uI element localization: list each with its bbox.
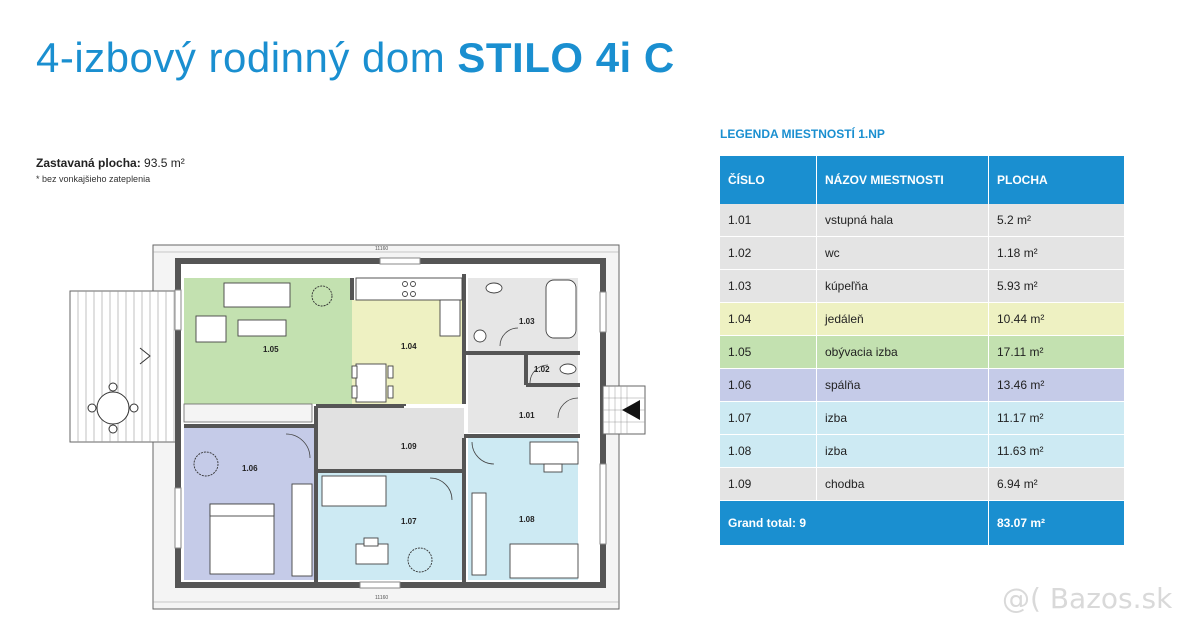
title-bold: STILO 4i C xyxy=(457,34,675,81)
bathroom-furniture xyxy=(473,279,577,343)
wc-furniture xyxy=(559,363,577,375)
built-area-value: 93.5 m² xyxy=(144,156,185,170)
legend-cell-area: 1.18 m² xyxy=(988,236,1125,270)
col-header-area: PLOCHA xyxy=(988,156,1125,204)
legend-cell-num: 1.01 xyxy=(720,204,817,237)
legend-cell-name: vstupná hala xyxy=(816,204,989,237)
legend-header-row: ČÍSLO NÁZOV MIESTNOSTI PLOCHA xyxy=(720,156,1125,204)
room-label-1-02: 1.02 xyxy=(534,365,550,374)
room-1-09 xyxy=(318,408,464,470)
legend-cell-name: obývacia izba xyxy=(816,335,989,369)
legend-cell-name: jedáleň xyxy=(816,302,989,336)
dimension-top: 11160 xyxy=(375,246,388,252)
room-label-1-07: 1.07 xyxy=(401,517,417,526)
legend-cell-num: 1.07 xyxy=(720,401,817,435)
interior-walls xyxy=(184,274,580,583)
floor-plan: 11160 11160 xyxy=(69,244,646,610)
bedroom-furniture xyxy=(193,451,313,577)
windows xyxy=(174,257,607,589)
total-label: Grand total: 9 xyxy=(720,500,989,546)
legend-title: LEGENDA MIESTNOSTÍ 1.NP xyxy=(720,127,885,141)
dimension-bottom: 11160 xyxy=(375,595,388,601)
legend-cell-num: 1.04 xyxy=(720,302,817,336)
legend-cell-num: 1.06 xyxy=(720,368,817,402)
room-label-1-05: 1.05 xyxy=(263,345,279,354)
legend-cell-num: 1.08 xyxy=(720,434,817,468)
room-1-07-furniture xyxy=(321,475,433,573)
legend-cell-name: kúpeľňa xyxy=(816,269,989,303)
built-area: Zastavaná plocha: 93.5 m² xyxy=(36,156,185,170)
col-header-number: ČÍSLO xyxy=(720,156,817,204)
legend-cell-name: spálňa xyxy=(816,368,989,402)
room-label-1-04: 1.04 xyxy=(401,342,417,351)
legend-cell-name: izba xyxy=(816,434,989,468)
legend-cell-area: 11.63 m² xyxy=(988,434,1125,468)
page-title: 4-izbový rodinný dom STILO 4i C xyxy=(36,34,675,82)
legend-cell-num: 1.09 xyxy=(720,467,817,501)
total-area: 83.07 m² xyxy=(988,500,1125,546)
entrance-step xyxy=(602,385,646,435)
legend-cell-area: 5.93 m² xyxy=(988,269,1125,303)
kitchen-furniture xyxy=(351,277,463,403)
legend-cell-num: 1.05 xyxy=(720,335,817,369)
legend-cell-area: 5.2 m² xyxy=(988,204,1125,237)
entrance-arrow-icon xyxy=(622,400,640,420)
built-area-note: * bez vonkajšieho zateplenia xyxy=(36,174,151,184)
legend-cell-area: 10.44 m² xyxy=(988,302,1125,336)
title-light: 4-izbový rodinný dom xyxy=(36,34,458,81)
watermark-logo: @( Bazos.sk xyxy=(1002,582,1173,615)
doors xyxy=(285,327,579,501)
room-1-08-furniture xyxy=(471,441,579,579)
terrace-deck xyxy=(69,290,181,443)
room-label-1-06: 1.06 xyxy=(242,464,258,473)
legend-cell-area: 6.94 m² xyxy=(988,467,1125,501)
legend-cell-area: 17.11 m² xyxy=(988,335,1125,369)
room-label-1-09: 1.09 xyxy=(401,442,417,451)
legend-cell-name: chodba xyxy=(816,467,989,501)
legend-cell-area: 11.17 m² xyxy=(988,401,1125,435)
room-label-1-03: 1.03 xyxy=(519,317,535,326)
legend-cell-num: 1.03 xyxy=(720,269,817,303)
legend-cell-num: 1.02 xyxy=(720,236,817,270)
legend-cell-name: wc xyxy=(816,236,989,270)
built-area-label: Zastavaná plocha: xyxy=(36,156,141,170)
legend-total-row: Grand total: 9 83.07 m² xyxy=(720,500,1125,546)
wardrobe xyxy=(183,403,313,423)
room-label-1-01: 1.01 xyxy=(519,411,535,420)
legend-cell-name: izba xyxy=(816,401,989,435)
col-header-name: NÁZOV MIESTNOSTI xyxy=(816,156,989,204)
living-furniture xyxy=(195,282,333,343)
room-label-1-08: 1.08 xyxy=(519,515,535,524)
legend-cell-area: 13.46 m² xyxy=(988,368,1125,402)
room-1-01 xyxy=(468,355,578,433)
